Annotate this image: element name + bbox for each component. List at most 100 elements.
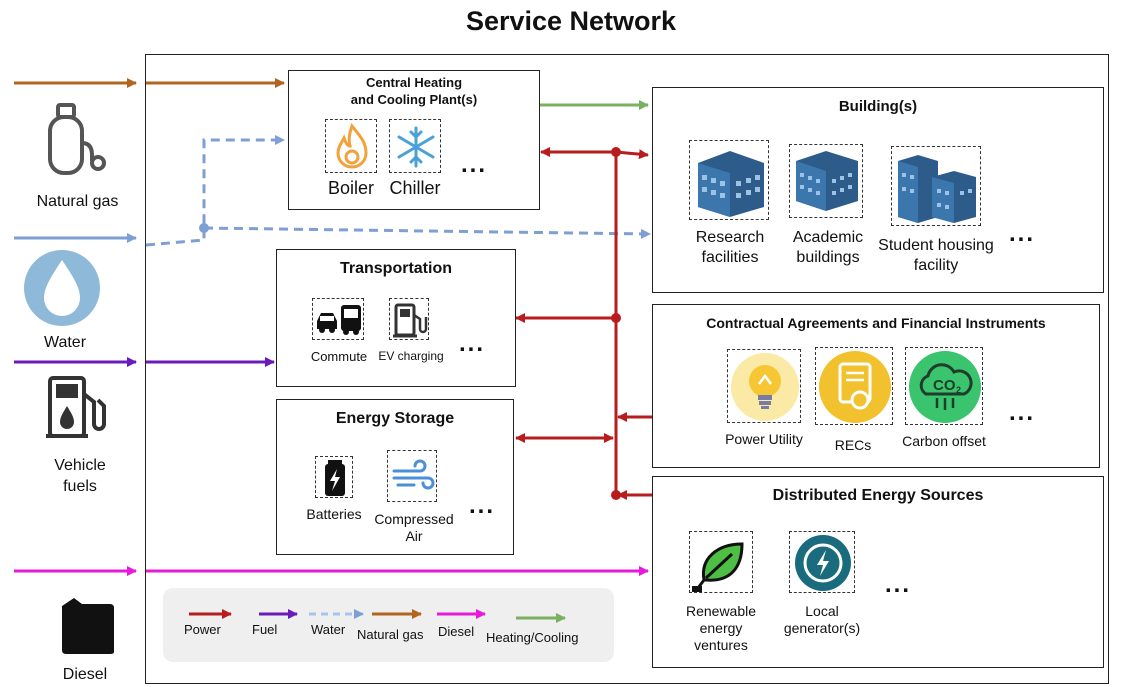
commute-icon-frame [312,298,364,340]
ev-charging-label: EV charging [378,349,444,363]
academic-line2: buildings [796,248,860,266]
transportation-title: Transportation [339,260,452,277]
central-plant-title: Central Heating and Cooling Plant(s) [289,75,539,109]
academic-building-icon [796,151,858,211]
legend-fuel-label: Fuel [252,622,278,637]
transportation-box: Transportation Commute EV charging ... [276,249,516,387]
co2-subscript: 2 [956,385,961,395]
contracts-more: ... [1009,399,1036,426]
compressed-line2: Air [405,528,423,545]
power-junction [611,147,621,157]
certificate-icon [819,351,891,423]
legend-water-label: Water [311,622,346,637]
legend-diesel-label: Diesel [438,624,475,639]
generator-line2: generator(s) [783,620,861,637]
generator-bolt-icon [795,535,851,591]
diagram-title: Service Network [465,6,677,36]
co2-text: CO [933,377,956,394]
research-building-icon [698,151,764,217]
central-plant-title-line1: Central Heating [365,75,463,90]
central-plant-title-line2: and Cooling Plant(s) [350,91,478,107]
batteries-label: Batteries [306,506,362,522]
research-line2: facilities [701,248,759,266]
boiler-icon-frame [325,119,377,173]
housing-line2: facility [913,256,959,274]
research-line1: Research [695,229,765,246]
snowflake-icon [397,126,435,168]
renewable-line1: Renewable [685,603,757,619]
buildings-title: Building(s) [838,98,918,115]
housing-icon-frame [891,146,981,226]
energy-storage-title: Energy Storage [335,410,455,427]
power-junction [611,313,621,323]
flame-icon [336,122,368,169]
distributed-more: ... [885,571,912,598]
vehicle-fuels-label: Vehicle fuels [20,456,140,498]
diesel-can-icon [62,598,114,654]
local-generator-label: Local generator(s) [767,603,877,637]
legend-heating-cooling-label: Heating/Cooling [486,630,579,645]
water-line-to-plant [145,135,285,247]
gas-tank-icon [48,103,106,175]
boiler-label: Boiler [327,178,375,198]
power-utility-icon-frame [727,349,801,423]
compressed-air-label: Compressed Air [363,511,465,545]
academic-line1: Academic [792,229,864,246]
service-network-frame [145,54,1109,684]
local-generator-icon-frame [789,531,855,593]
commute-vehicles-icon [317,305,361,335]
power-bus-to-buildings [615,149,649,160]
academic-buildings-label: Academic buildings [773,228,883,267]
vehicle-fuels-line2: fuels [63,477,97,495]
batteries-icon-frame [315,456,353,498]
central-plant-more: ... [461,151,488,178]
ev-charger-icon [393,303,428,338]
research-facilities-label: Research facilities [675,228,785,267]
battery-icon [325,460,345,496]
central-plant-box: Central Heating and Cooling Plant(s) Boi… [288,70,540,210]
lightbulb-icon [731,353,799,421]
recs-label: RECs [834,437,872,453]
commute-label: Commute [310,349,368,364]
chiller-icon-frame [389,119,441,173]
natural-gas-label: Natural gas [36,193,119,210]
transportation-more: ... [459,330,486,357]
leaf-plug-icon [692,542,744,592]
water-label: Water [43,334,87,351]
housing-line1: Student housing [878,237,994,254]
energy-storage-more: ... [469,492,496,519]
research-icon-frame [689,140,769,220]
power-junction [611,490,621,500]
diesel-label: Diesel [62,666,108,683]
co2-cloud-icon: CO 2 [909,351,981,423]
renewable-line3: ventures [694,637,748,654]
student-housing-icon [898,155,976,223]
legend-natural-gas-label: Natural gas [357,627,424,642]
power-utility-label: Power Utility [725,431,803,447]
academic-icon-frame [789,144,863,218]
distributed-energy-box: Distributed Energy Sources Renewable ene… [652,476,1104,668]
student-housing-label: Student housing facility [871,236,1001,275]
chiller-label: Chiller [389,178,441,198]
legend-panel: Power Fuel Water Natural gas Diesel Heat… [163,588,614,662]
compressed-air-icon-frame [387,450,437,502]
renewable-ventures-label: Renewable energy ventures [667,603,775,654]
fuel-pump-icon [46,376,106,438]
distributed-energy-title: Distributed Energy Sources [772,487,984,504]
contracts-title: Contractual Agreements and Financial Ins… [706,315,1046,331]
legend-swatches [189,609,566,623]
legend-power-label: Power [184,622,221,637]
ev-charging-icon-frame [389,298,429,340]
water-line-to-buildings [203,226,651,239]
recs-icon-frame [815,347,893,425]
vehicle-fuels-line1: Vehicle [54,457,106,474]
compressed-line1: Compressed [374,511,454,527]
buildings-box: Building(s) [652,87,1104,293]
renewable-line2: energy [699,620,743,637]
renewable-icon-frame [689,531,753,593]
water-junction [199,223,209,233]
water-drop-icon [24,250,100,326]
energy-storage-box: Energy Storage Batteries Compressed Air … [276,399,514,555]
carbon-offset-label: Carbon offset [902,433,986,449]
